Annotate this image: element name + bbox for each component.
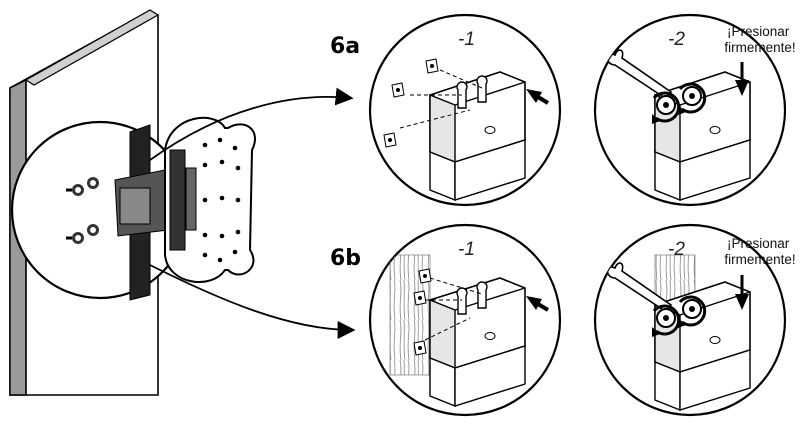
screw-icon [66, 177, 99, 244]
screw-icon [383, 58, 439, 148]
detail-circle-6b-1 [368, 223, 562, 417]
press-line-1: ¡Presionar [727, 236, 790, 251]
detail-circle-6a-2 [593, 13, 787, 207]
sub-step-label: -2 [668, 239, 685, 260]
sub-step-label: -1 [458, 29, 475, 50]
tv-mount-bracket-icon [114, 116, 256, 301]
press-firmly-note: ¡Presionar firmemente! [724, 24, 795, 55]
press-firmly-note: ¡Presionar firmemente! [724, 236, 795, 267]
down-arrow-icon [735, 62, 749, 96]
sub-step-label: -1 [458, 239, 475, 260]
down-arrow-icon [735, 275, 749, 310]
press-line-2: firmemente! [724, 40, 795, 55]
detail-circle-6a-1 [368, 13, 562, 207]
screw-icon [413, 268, 432, 356]
sub-step-label: -2 [668, 29, 685, 50]
rotate-arrow-icon [652, 82, 707, 124]
rotate-arrow-icon [652, 295, 707, 337]
push-arrow-icon [526, 89, 550, 105]
press-line-1: ¡Presionar [727, 24, 790, 39]
step-label-6a: 6a [330, 34, 360, 59]
callout-arrow-b [149, 264, 356, 339]
step-label-6b: 6b [330, 246, 361, 271]
detail-circle-6b-2 [593, 223, 787, 417]
callout-arrow-a [149, 87, 354, 161]
press-line-2: firmemente! [724, 252, 795, 267]
push-arrow-icon [526, 296, 550, 312]
